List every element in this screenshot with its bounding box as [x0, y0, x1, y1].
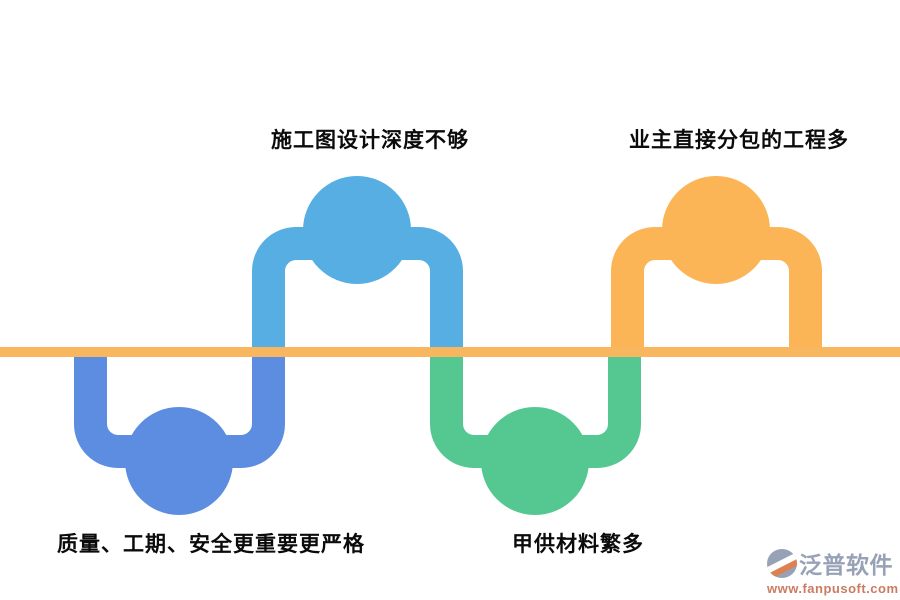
- node-circle-1: [125, 407, 233, 515]
- segment-label-4: 业主直接分包的工程多: [629, 129, 849, 152]
- node-circle-3: [481, 407, 589, 515]
- fanpu-logo-icon: [767, 548, 797, 578]
- watermark: 泛普软件 www.fanpusoft.com: [767, 546, 899, 596]
- segment-label-2: 施工图设计深度不够: [271, 129, 469, 152]
- timeline-axis: [0, 347, 900, 357]
- node-circle-4: [662, 176, 770, 284]
- segment-label-3: 甲供材料繁多: [512, 533, 644, 556]
- node-circle-2: [303, 176, 411, 284]
- brand-name: 泛普软件: [799, 552, 893, 578]
- segment-label-1: 质量、工期、安全更重要更严格: [57, 533, 365, 556]
- brand-url: www.fanpusoft.com: [767, 581, 899, 596]
